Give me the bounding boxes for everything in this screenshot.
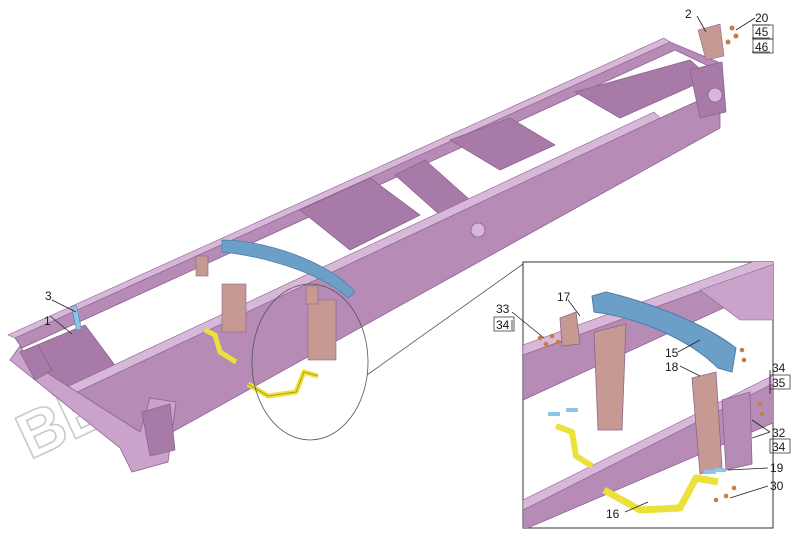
frame-rear-hitch [707,87,723,103]
detail-spring-plate [721,391,753,471]
callout-label: 2 [685,7,692,21]
yellow-bracket-outline [247,371,319,397]
yellow-bracket-left [203,327,238,365]
spring-bracket-right [307,299,337,361]
detail-blue-crossmember [591,291,737,373]
callout-label: 34 [772,361,786,375]
part-2-bracket [697,23,739,61]
callout-label: 30 [770,479,784,493]
detail-shim-right-1 [704,470,716,474]
callout-label: 33 [496,302,510,316]
callout-label: 34 [772,440,786,454]
callout-label: 20 [755,11,769,25]
callout-label: 32 [772,426,786,440]
callout-label: 17 [557,290,571,304]
zoom-connector [366,263,524,376]
detail-spring-bracket-left-tab [559,311,581,347]
detail-gusset [699,264,773,321]
frame-hub-mid [470,222,486,238]
leader-lines [49,15,771,513]
detail-shim-right-2 [714,468,726,472]
zoom-region [251,283,369,441]
callout-label: 46 [755,40,769,54]
spring-brackets-main [195,255,337,361]
detail-yellow-bracket-lower [602,474,719,514]
callout-label: 35 [772,376,786,390]
detail-inset [522,261,774,529]
callout-label: 1 [44,314,51,328]
callout-label: 34 [496,318,510,332]
frame-tow-hook-right [141,403,176,457]
callout-label: 16 [606,507,620,521]
part-3-pin [71,305,82,331]
detail-shim-left-2 [566,408,578,412]
detail-shim-left-1 [548,412,560,416]
callout-label: 45 [755,25,769,39]
callout-label: 19 [770,461,784,475]
frame-tow-hook-left [19,344,53,381]
detail-bolts [537,333,765,503]
callout-label: 15 [665,346,679,360]
chassis-frame [7,37,727,473]
callout-label: 3 [45,289,52,303]
blue-crossmember [221,239,356,299]
callout-frames [493,24,791,454]
bracket-small-left [195,255,209,277]
callout-label: 18 [665,360,679,374]
frame-crossmember-mid-rear [449,117,556,171]
detail-spring-bracket-left [593,323,627,431]
frame-rear-end [689,61,727,119]
spring-bracket-left [221,283,247,333]
bracket-small-right [305,285,319,305]
frame-crossmember-mid [299,177,421,251]
detail-yellow-bracket-left [554,423,594,469]
callout-labels: 1 2 3 20 45 46 15 16 17 18 19 30 32 33 3… [44,7,786,521]
